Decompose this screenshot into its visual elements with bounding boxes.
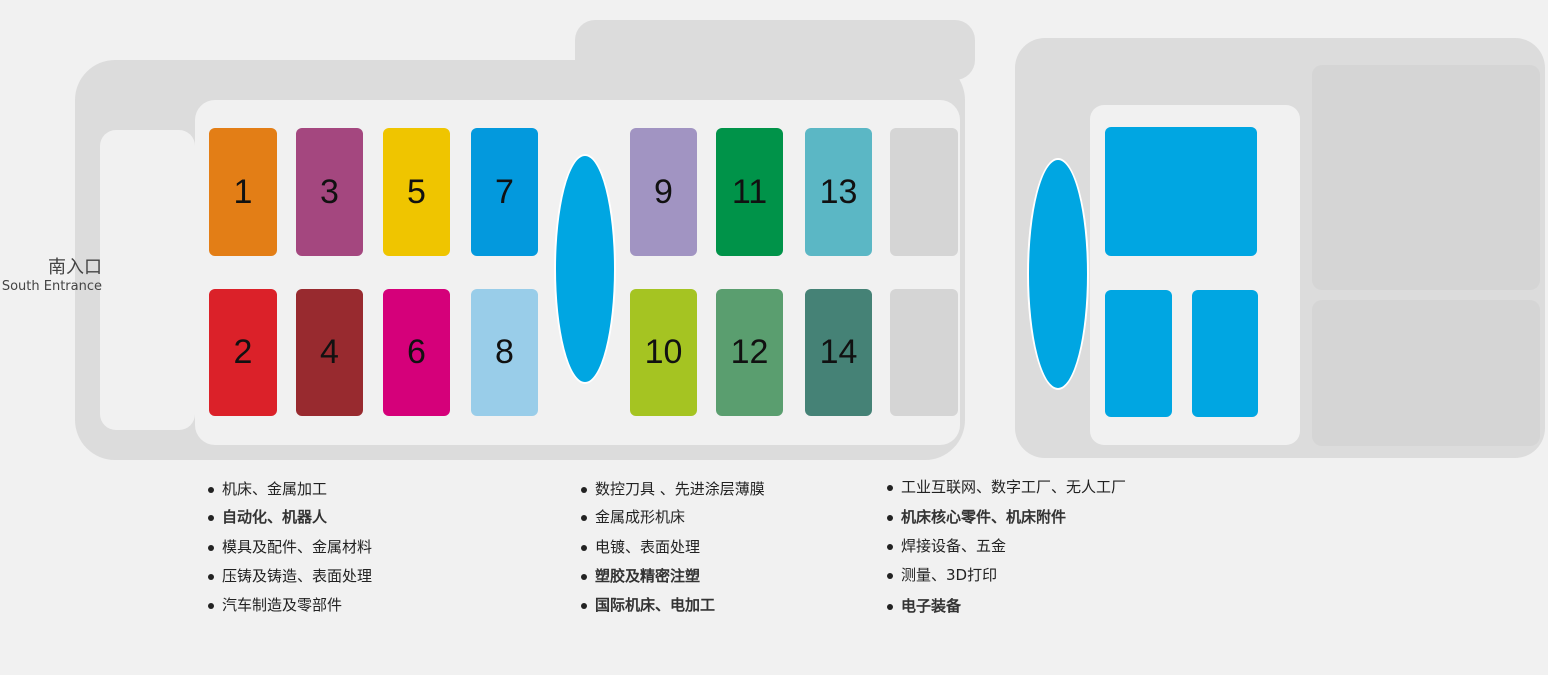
site-block-east-2	[1312, 300, 1540, 446]
hall-unused-bottom	[890, 289, 958, 416]
legend-text: 工业互联网、数字工厂、无人工厂	[901, 478, 1127, 496]
hall-number: 13	[819, 172, 858, 211]
hall-number: 8	[495, 333, 514, 371]
legend-item: 汽车制造及零部件	[208, 594, 342, 615]
hall-number: 6	[407, 333, 426, 371]
bullet-icon	[887, 484, 893, 491]
legend-text: 机床、金属加工	[222, 480, 328, 498]
hall-11[interactable]: 11	[716, 128, 783, 256]
hall-number: 1	[233, 172, 253, 211]
hall-number: 9	[654, 172, 673, 211]
entrance-zh: 南入口	[48, 257, 102, 278]
central-hall-ellipse-east	[1027, 158, 1089, 390]
south-entrance-label: 南入口 South Entrance	[0, 253, 102, 294]
bullet-icon	[208, 602, 214, 609]
bullet-icon	[581, 486, 587, 493]
bullet-icon	[208, 514, 214, 521]
legend-item: 工业互联网、数字工厂、无人工厂	[887, 476, 1126, 497]
legend-text: 机床核心零件、机床附件	[901, 508, 1067, 526]
legend-item: 模具及配件、金属材料	[208, 536, 372, 557]
hall-13[interactable]: 13	[805, 128, 872, 256]
legend-item: 测量、3D打印	[887, 564, 997, 585]
legend-item: 机床核心零件、机床附件	[887, 506, 1066, 527]
central-hall-ellipse-west	[554, 154, 616, 384]
hall-number: 4	[320, 333, 339, 371]
legend-text: 焊接设备、五金	[901, 537, 1007, 555]
entrance-en: South Entrance	[1, 279, 102, 294]
legend-item: 压铸及铸造、表面处理	[208, 565, 372, 586]
hall-east-south-1[interactable]	[1105, 290, 1172, 417]
hall-10[interactable]: 10	[630, 289, 697, 416]
hall-number: 12	[730, 333, 769, 371]
bullet-icon	[887, 572, 893, 579]
legend-text: 自动化、机器人	[222, 508, 328, 526]
legend-text: 压铸及铸造、表面处理	[222, 567, 373, 585]
legend-text: 模具及配件、金属材料	[222, 538, 373, 556]
bullet-icon	[887, 514, 893, 521]
bullet-icon	[887, 543, 893, 550]
hall-unused-top	[890, 128, 958, 256]
west-plaza	[100, 130, 195, 430]
bullet-icon	[581, 544, 587, 551]
hall-14[interactable]: 14	[805, 289, 872, 416]
legend-text: 塑胶及精密注塑	[595, 567, 701, 585]
hall-3[interactable]: 3	[296, 128, 363, 256]
bullet-icon	[887, 603, 893, 610]
hall-number: 2	[233, 333, 253, 371]
hall-6[interactable]: 6	[383, 289, 450, 416]
site-block-east-1	[1312, 65, 1540, 290]
hall-9[interactable]: 9	[630, 128, 697, 256]
legend-text: 电镀、表面处理	[595, 538, 701, 556]
hall-number: 11	[731, 172, 768, 211]
hall-east-south-2[interactable]	[1192, 290, 1258, 417]
legend-text: 国际机床、电加工	[595, 596, 716, 614]
legend-item: 焊接设备、五金	[887, 535, 1006, 556]
legend-item: 金属成形机床	[581, 506, 685, 527]
hall-number: 5	[407, 172, 426, 211]
hall-5[interactable]: 5	[383, 128, 450, 256]
legend-item: 数控刀具 、先进涂层薄膜	[581, 478, 765, 499]
hall-2[interactable]: 2	[209, 289, 277, 416]
legend-item: 塑胶及精密注塑	[581, 565, 700, 586]
hall-4[interactable]: 4	[296, 289, 363, 416]
hall-1[interactable]: 1	[209, 128, 277, 256]
bullet-icon	[208, 544, 214, 551]
legend-item: 自动化、机器人	[208, 506, 327, 527]
hall-number: 7	[495, 172, 514, 211]
bullet-icon	[208, 486, 214, 493]
legend-text: 金属成形机床	[595, 508, 686, 526]
legend-text: 电子装备	[901, 597, 962, 615]
legend-item: 国际机床、电加工	[581, 594, 715, 615]
legend-item: 电子装备	[887, 595, 961, 616]
hall-12[interactable]: 12	[716, 289, 783, 416]
hall-number: 10	[644, 333, 683, 371]
legend-text: 数控刀具 、先进涂层薄膜	[595, 480, 765, 498]
hall-8[interactable]: 8	[471, 289, 538, 416]
bullet-icon	[581, 602, 587, 609]
hall-7[interactable]: 7	[471, 128, 538, 256]
hall-east-large[interactable]	[1105, 127, 1257, 256]
legend-text: 测量、3D打印	[901, 566, 998, 584]
hall-number: 3	[320, 172, 339, 211]
legend-item: 机床、金属加工	[208, 478, 327, 499]
site-building-north	[575, 20, 975, 80]
bullet-icon	[581, 514, 587, 521]
hall-number: 14	[819, 333, 858, 371]
legend-text: 汽车制造及零部件	[222, 596, 343, 614]
bullet-icon	[208, 573, 214, 580]
legend-item: 电镀、表面处理	[581, 536, 700, 557]
bullet-icon	[581, 573, 587, 580]
